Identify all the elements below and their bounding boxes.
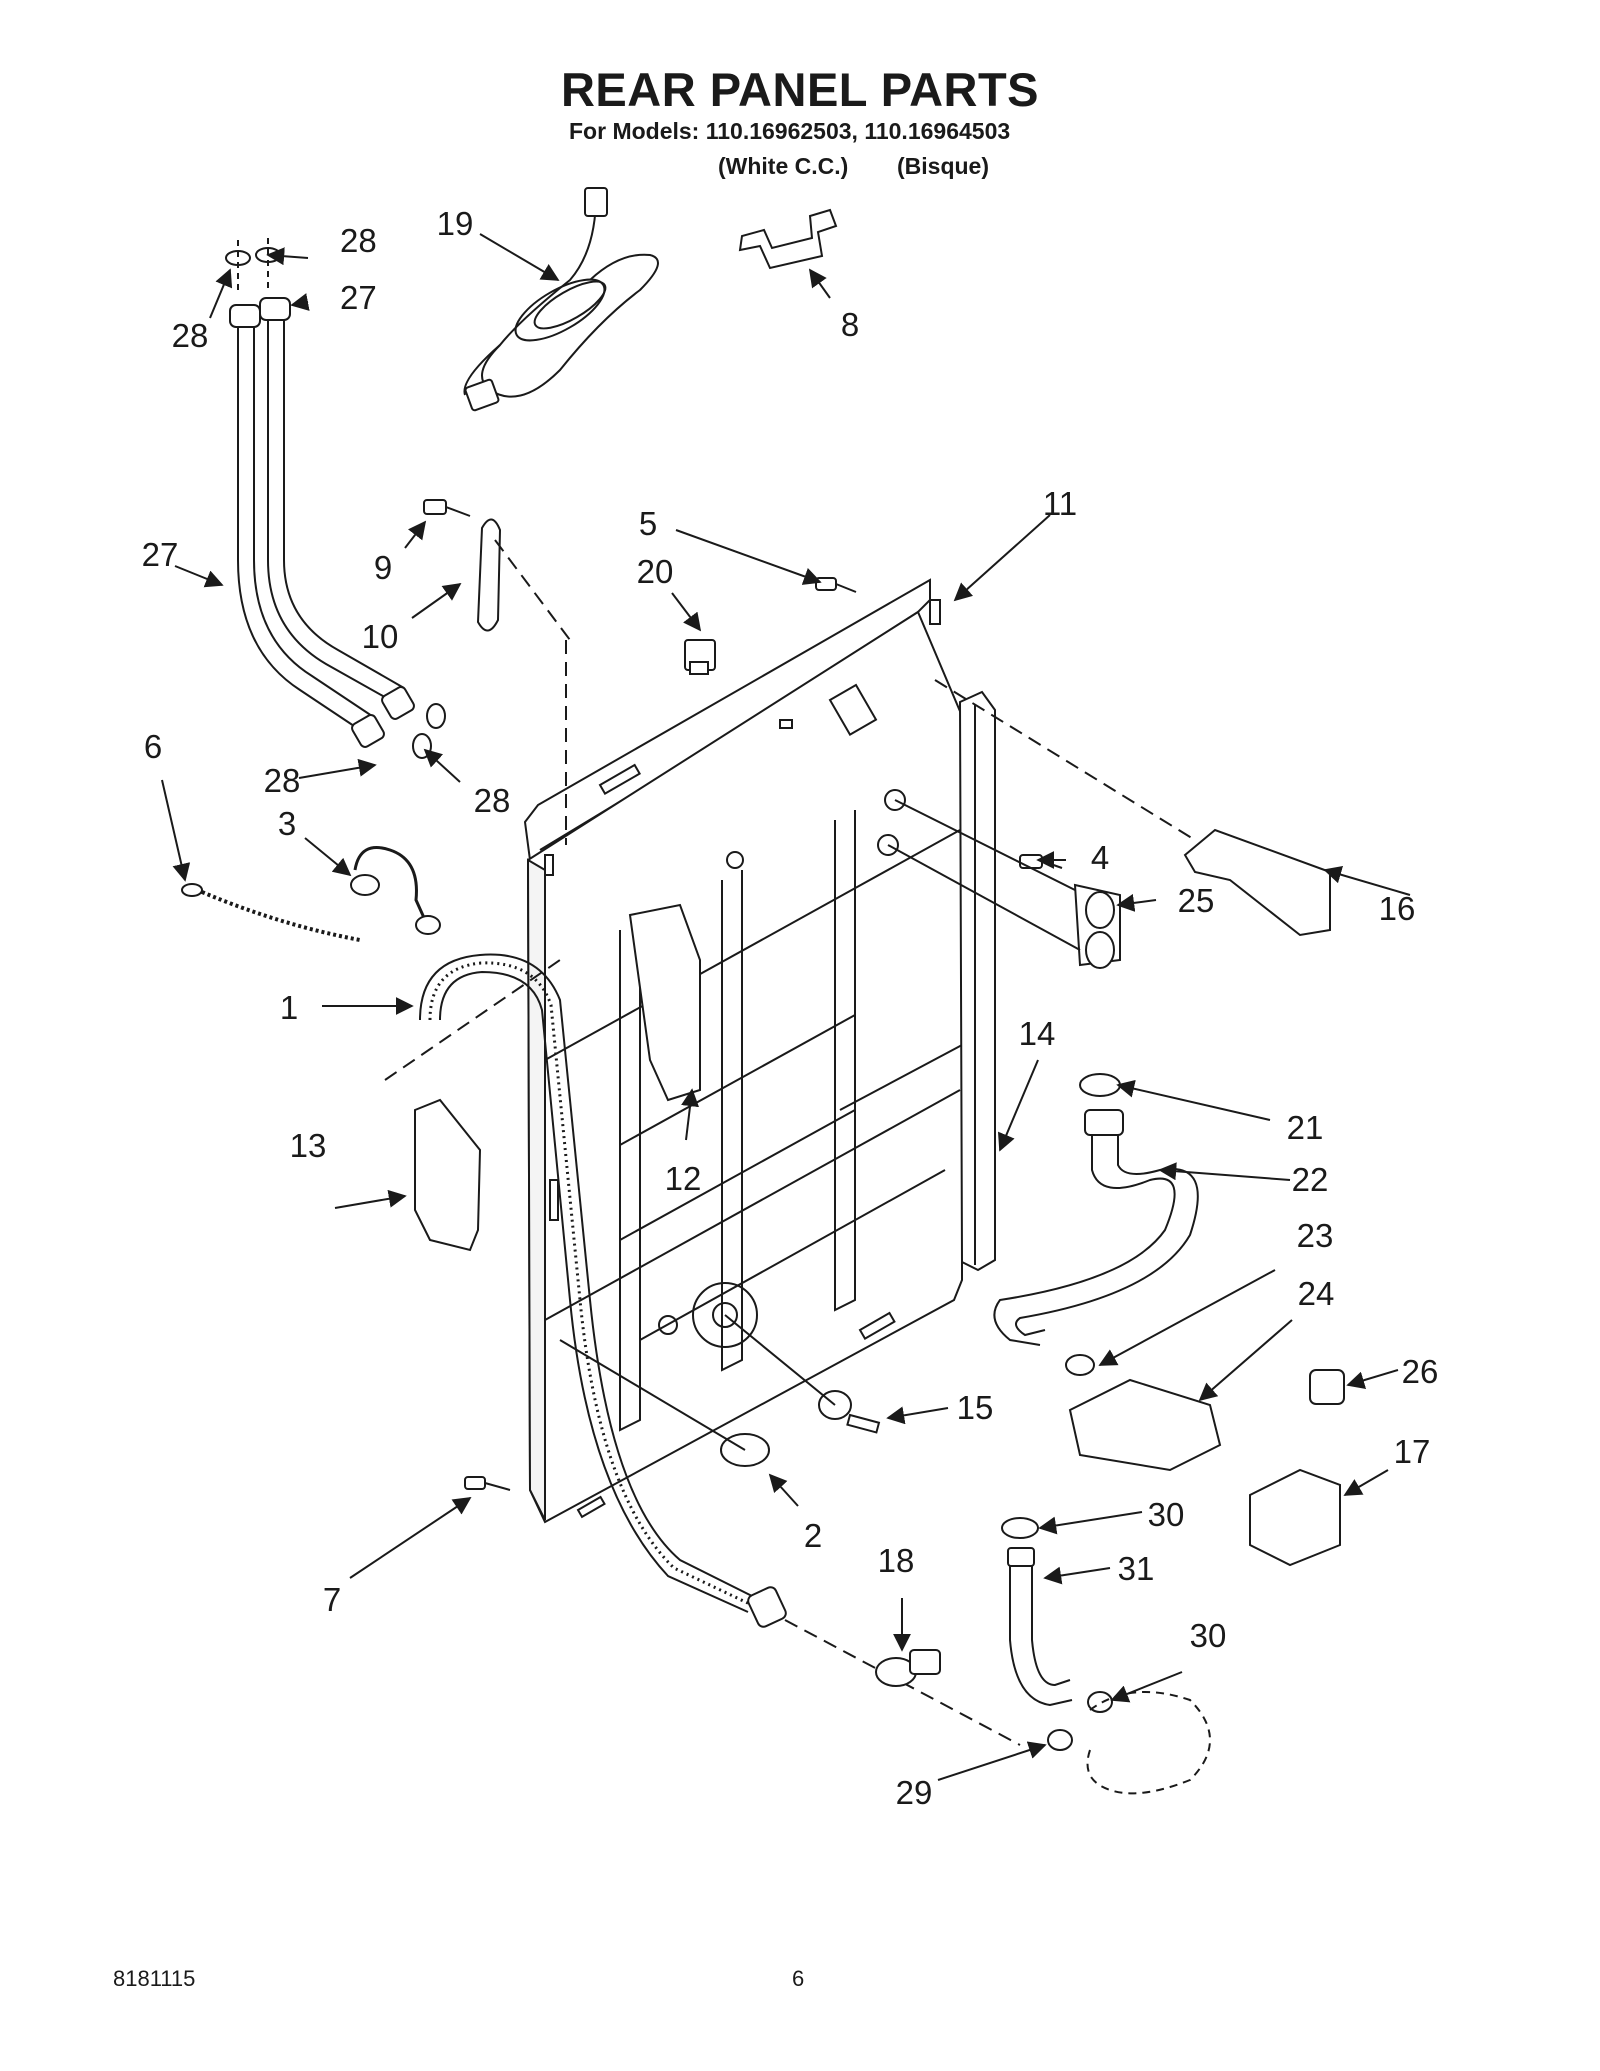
callout-10: 10: [362, 618, 399, 655]
callout-31: 31: [1118, 1550, 1155, 1587]
callout-30-bottom: 30: [1190, 1617, 1227, 1654]
callout-23: 23: [1297, 1217, 1334, 1254]
callout-4: 4: [1091, 839, 1109, 876]
fill-hoses-drawing: [225, 238, 446, 759]
callout-6: 6: [144, 728, 162, 765]
callout-25: 25: [1178, 882, 1215, 919]
callout-8: 8: [841, 306, 859, 343]
callout-28-top-right: 28: [340, 222, 377, 259]
callout-26: 26: [1402, 1353, 1439, 1390]
tie-strap-drawing: [181, 883, 361, 942]
callout-24: 24: [1298, 1275, 1335, 1312]
callout-22: 22: [1292, 1161, 1329, 1198]
callout-30-top: 30: [1148, 1496, 1185, 1533]
callout-2: 2: [804, 1517, 822, 1554]
callout-7: 7: [323, 1581, 341, 1618]
callout-19: 19: [437, 205, 474, 242]
callout-18: 18: [878, 1542, 915, 1579]
rear-panel-drawing: [523, 578, 963, 1524]
side-strip-drawing: [958, 690, 996, 1272]
callout-28-left: 28: [264, 762, 301, 799]
leader-lines: [161, 233, 1411, 1781]
hose-guide-drawing: [414, 1098, 482, 1252]
callout-28-right: 28: [474, 782, 511, 819]
callout-28-top-left: 28: [172, 317, 209, 354]
callout-11: 11: [1043, 485, 1077, 522]
models-line: For Models: 110.16962503, 110.16964503: [569, 118, 1011, 144]
document-number: 8181115: [113, 1966, 196, 1991]
callout-12: 12: [665, 1160, 702, 1197]
pump-drain-drawing: [993, 1073, 1345, 1567]
callout-9: 9: [374, 549, 392, 586]
callout-20: 20: [637, 553, 674, 590]
callout-5: 5: [639, 505, 657, 542]
callout-29: 29: [896, 1774, 933, 1811]
callout-16: 16: [1379, 890, 1416, 927]
screw-strap-drawing: [423, 499, 502, 632]
color-white-label: (White C.C.): [718, 153, 849, 179]
drain-hose-drawing: [419, 953, 787, 1628]
callout-21: 21: [1287, 1109, 1324, 1146]
callout-14: 14: [1019, 1015, 1056, 1052]
callout-27-top: 27: [340, 279, 377, 316]
callout-1: 1: [280, 989, 298, 1026]
callout-3: 3: [278, 805, 296, 842]
callout-15: 15: [957, 1389, 994, 1426]
bracket-drawing: [738, 208, 838, 270]
power-cord-drawing: [463, 187, 659, 412]
color-bisque-label: (Bisque): [897, 153, 989, 179]
page-number: 6: [792, 1966, 805, 1991]
callout-13: 13: [290, 1127, 327, 1164]
callout-27-left: 27: [142, 536, 179, 573]
page-title: REAR PANEL PARTS: [560, 63, 1040, 116]
callout-17: 17: [1394, 1433, 1431, 1470]
